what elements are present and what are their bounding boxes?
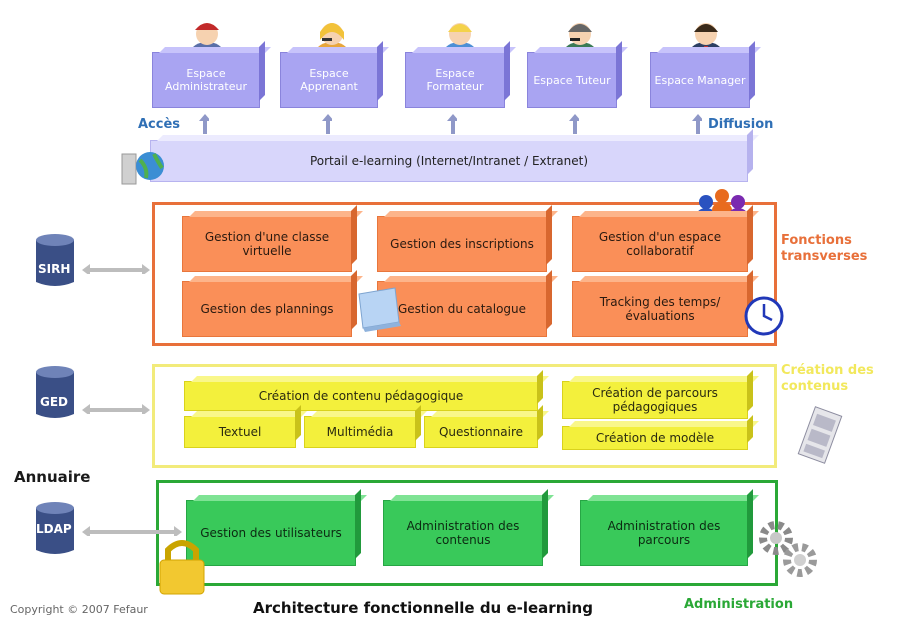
espace-manager-label: Espace Manager (654, 73, 746, 87)
ldap-server-icon (36, 502, 74, 554)
espace-tuteur-box: Espace Tuteur (527, 52, 617, 108)
gestion-inscriptions-box: Gestion des inscriptions (377, 216, 547, 272)
espace-apprenant-label: Espace Apprenant (300, 67, 358, 93)
espace-formateur-box: Espace Formateur (405, 52, 505, 108)
sirh-server-icon (36, 234, 74, 286)
espace-administrateur-box: Espace Administrateur (152, 52, 260, 108)
creation-frame (152, 364, 777, 468)
diffusion-label: Diffusion (708, 117, 774, 132)
gestion-utilisateurs-box: Gestion des utilisateurs (186, 500, 356, 566)
double-arrow-icon (82, 264, 150, 274)
multimedia-box: Multimédia (304, 416, 416, 448)
ldap-label: LDAP (36, 522, 72, 536)
portail-label: Portail e-learning (Internet/Intranet / … (309, 154, 589, 168)
gestion-espace-collaboratif-box: Gestion d'un espace collaboratif (572, 216, 748, 272)
espace-administrateur-label: Espace Administrateur (165, 67, 247, 93)
double-arrow-icon (82, 526, 182, 536)
creation-contenu-label: Création de contenu pédagogique (258, 389, 464, 403)
textuel-label: Textuel (218, 425, 262, 439)
gestion-plannings-box: Gestion des plannings (182, 281, 352, 337)
gestion-plannings-label: Gestion des plannings (200, 302, 334, 316)
questionnaire-label: Questionnaire (438, 425, 524, 439)
gestion-catalogue-box: Gestion du catalogue (377, 281, 547, 337)
administration-contenus-label: Administration des contenus (406, 519, 520, 547)
clock-icon (744, 296, 784, 336)
tracking-temps-label: Tracking des temps/ évaluations (599, 295, 721, 323)
espace-apprenant-box: Espace Apprenant (280, 52, 378, 108)
up-arrow-icon (199, 114, 209, 134)
ged-label: GED (40, 395, 69, 409)
fonctions-frame (152, 202, 777, 346)
gestion-catalogue-label: Gestion du catalogue (397, 302, 527, 316)
up-arrow-icon (322, 114, 332, 134)
administration-parcours-box: Administration des parcours (580, 500, 748, 566)
portail-bar: Portail e-learning (Internet/Intranet / … (150, 140, 748, 182)
up-arrow-icon (569, 114, 579, 134)
gestion-espace-collaboratif-label: Gestion d'un espace collaboratif (598, 230, 722, 258)
administration-contenus-box: Administration des contenus (383, 500, 543, 566)
ged-server-icon (36, 366, 74, 418)
administration-label: Administration (684, 597, 794, 612)
acces-label: Accès (138, 117, 181, 132)
gestion-classe-virtuelle-box: Gestion d'une classe virtuelle (182, 216, 352, 272)
creation-parcours-label: Création de parcours pédagogiques (592, 386, 718, 414)
creation-modele-box: Création de modèle (562, 426, 748, 450)
gestion-utilisateurs-label: Gestion des utilisateurs (200, 526, 342, 540)
gestion-inscriptions-label: Gestion des inscriptions (390, 237, 534, 251)
creation-parcours-box: Création de parcours pédagogiques (562, 381, 748, 419)
gears-icon (759, 521, 817, 577)
up-arrow-icon (692, 114, 702, 134)
espace-manager-box: Espace Manager (650, 52, 750, 108)
padlock-icon (159, 540, 205, 595)
film-strip-icon (797, 406, 843, 464)
multimedia-label: Multimédia (326, 425, 394, 439)
espace-formateur-label: Espace Formateur (426, 67, 484, 93)
espace-tuteur-label: Espace Tuteur (533, 73, 611, 87)
creation-label: Création des contenus (781, 363, 874, 394)
diagram-title: Architecture fonctionnelle du e-learning (253, 599, 593, 617)
double-arrow-icon (82, 404, 150, 414)
questionnaire-box: Questionnaire (424, 416, 538, 448)
copyright-text: Copyright © 2007 Fefaur (10, 603, 148, 616)
catalog-book-icon (358, 287, 401, 332)
fonctions-label: Fonctions transverses (781, 233, 868, 264)
globe-server-icon (121, 152, 164, 185)
administration-parcours-label: Administration des parcours (607, 519, 721, 547)
creation-modele-label: Création de modèle (595, 431, 715, 445)
tracking-temps-box: Tracking des temps/ évaluations (572, 281, 748, 337)
textuel-box: Textuel (184, 416, 296, 448)
creation-contenu-box: Création de contenu pédagogique (184, 381, 538, 411)
up-arrow-icon (447, 114, 457, 134)
gestion-classe-virtuelle-label: Gestion d'une classe virtuelle (204, 230, 330, 258)
sirh-label: SIRH (38, 262, 71, 276)
annuaire-label: Annuaire (14, 468, 91, 486)
